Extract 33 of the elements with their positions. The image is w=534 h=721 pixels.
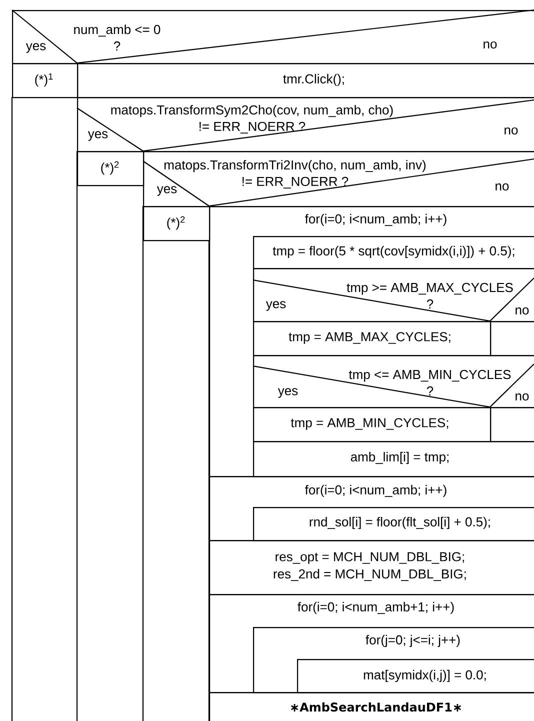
statement-box: res_opt = MCH_NUM_DBL_BIG; res_2nd = MCH_NUM_DBL_BIG; <box>209 540 534 596</box>
condition-text: tmp <= AMB_MIN_CYCLES ? <box>348 370 511 396</box>
yes-label: yes <box>26 43 46 53</box>
statement-box: tmp = AMB_MAX_CYCLES; <box>253 321 492 356</box>
no-label: no <box>504 127 518 135</box>
statement-box: (*)$^{2}$ <box>77 151 144 186</box>
condition-text: num_amb <= 0 ? <box>74 24 160 50</box>
empty-cell <box>490 321 534 356</box>
no-label: no <box>516 307 529 315</box>
decision-header <box>76 97 534 152</box>
statement-box: ∗AmbSearchLandauDF1∗ <box>209 692 534 721</box>
statement-box: mat[symidx(i,j)] = 0.0; <box>297 659 534 694</box>
yes-label: yes <box>88 131 108 141</box>
statement-box: rnd_sol[i] = floor(flt_sol[i] + 0.5); <box>253 507 534 542</box>
decision-header <box>12 9 534 64</box>
decision-header <box>142 151 534 208</box>
decision-header <box>252 268 534 322</box>
yes-label: yes <box>156 186 177 196</box>
condition-text: tmp >= AMB_MAX_CYCLES ? <box>346 282 513 308</box>
yes-label: yes <box>266 301 286 311</box>
statement-box: tmp = floor(5 * sqrt(cov[symidx(i,i)]) + 0.5); <box>253 236 534 270</box>
statement-box: amb_lim[i] = tmp; <box>253 441 534 478</box>
empty-cell <box>490 407 534 442</box>
statement-box: tmp = AMB_MIN_CYCLES; <box>253 407 492 442</box>
no-label: no <box>516 393 529 401</box>
decision-header <box>252 355 534 408</box>
statement-box: tmr.Click(); <box>77 63 534 98</box>
statement-box: (*)$^{1}$ <box>12 63 78 98</box>
yes-label: yes <box>278 388 298 398</box>
condition-text: matops.TransformSym2Cho(cov, num_amb, cho) != ERR_NOERR ? <box>111 105 393 134</box>
statement-box: (*)$^{2}$ <box>143 206 210 242</box>
no-label: no <box>484 41 497 49</box>
no-label: no <box>496 183 509 191</box>
